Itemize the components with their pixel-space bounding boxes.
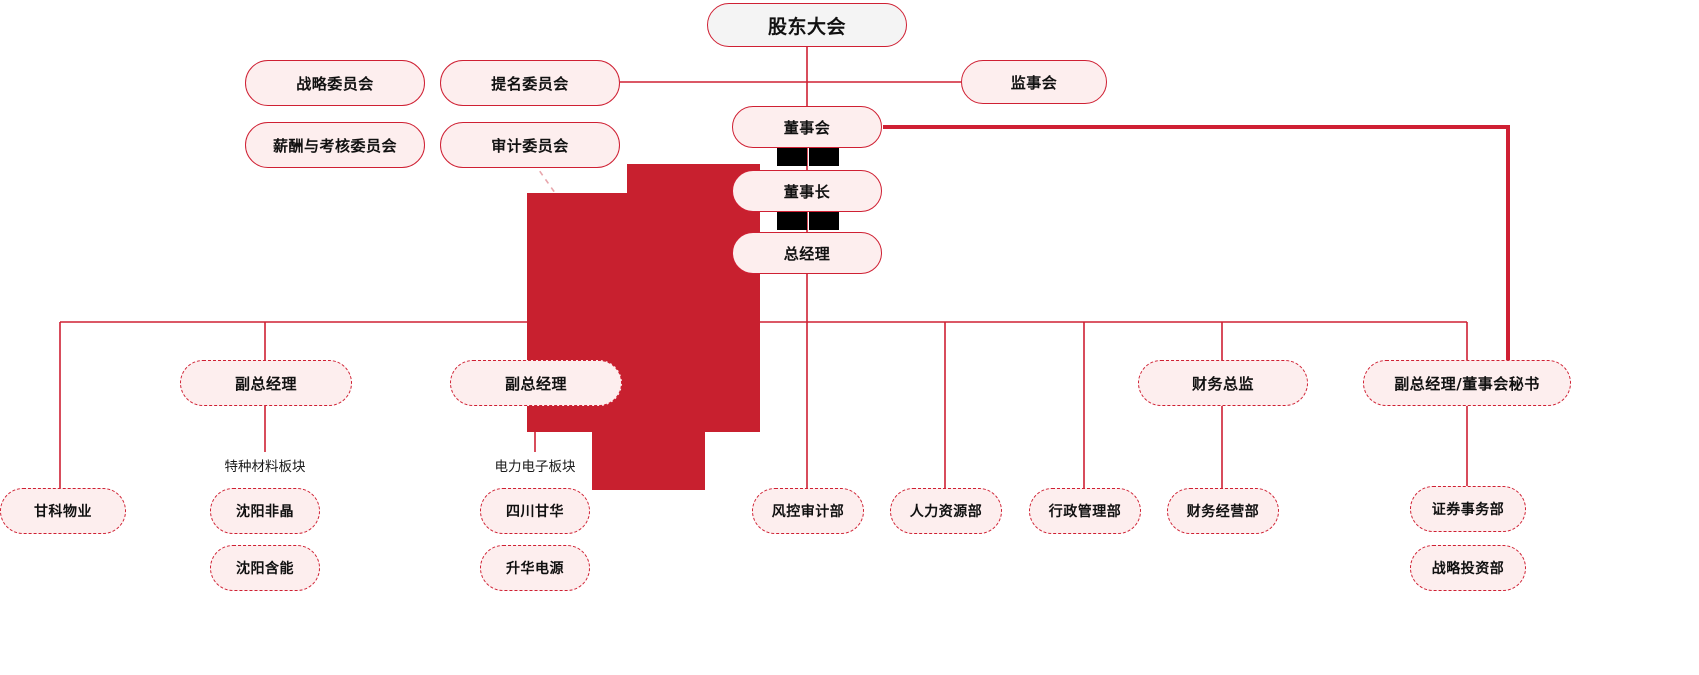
node-label: 提名委员会 <box>491 74 569 93</box>
spine-marker-upper-left <box>777 148 807 166</box>
node-securities-dept[interactable]: 证券事务部 <box>1410 486 1526 532</box>
node-strategic-invest-dept[interactable]: 战略投资部 <box>1410 545 1526 591</box>
node-label: 财务经营部 <box>1186 504 1260 520</box>
spine-marker-lower-right <box>809 212 839 230</box>
node-label: 升华电源 <box>506 561 564 577</box>
node-label: 副总经理 <box>504 374 567 393</box>
node-shenyang-hanneng[interactable]: 沈阳含能 <box>210 545 320 591</box>
node-label: 副总经理 <box>234 374 297 393</box>
node-general-manager[interactable]: 总经理 <box>732 232 882 274</box>
node-board-of-directors[interactable]: 董事会 <box>732 106 882 148</box>
node-label: 行政管理部 <box>1048 504 1122 520</box>
node-committee-nomination[interactable]: 提名委员会 <box>440 60 620 106</box>
node-label: 副总经理/董事会秘书 <box>1394 374 1540 393</box>
node-hr-dept[interactable]: 人力资源部 <box>890 488 1002 534</box>
node-committee-remuneration[interactable]: 薪酬与考核委员会 <box>245 122 425 168</box>
node-deputy-gm-power[interactable]: 副总经理 <box>450 360 622 406</box>
node-finance-dept[interactable]: 财务经营部 <box>1167 488 1279 534</box>
node-label: 战略投资部 <box>1431 561 1505 577</box>
node-committee-strategy[interactable]: 战略委员会 <box>245 60 425 106</box>
node-cfo[interactable]: 财务总监 <box>1138 360 1308 406</box>
node-sichuan-ganhua[interactable]: 四川甘华 <box>480 488 590 534</box>
node-label: 股东大会 <box>767 15 846 38</box>
caption-power-electronics: 电力电子板块 <box>455 455 615 475</box>
node-deputy-gm-materials[interactable]: 副总经理 <box>180 360 352 406</box>
spine-marker-upper-right <box>809 148 839 166</box>
node-label: 人力资源部 <box>909 504 983 520</box>
node-label: 四川甘华 <box>506 504 564 520</box>
node-label: 薪酬与考核委员会 <box>272 136 397 155</box>
node-shenghua-power[interactable]: 升华电源 <box>480 545 590 591</box>
node-label: 战略委员会 <box>296 74 374 93</box>
node-label: 沈阳含能 <box>236 561 294 577</box>
node-committee-audit[interactable]: 审计委员会 <box>440 122 620 168</box>
node-label: 审计委员会 <box>491 136 569 155</box>
node-label: 风控审计部 <box>771 504 845 520</box>
node-shareholders-meeting[interactable]: 股东大会 <box>707 3 907 47</box>
node-label: 证券事务部 <box>1431 502 1505 518</box>
node-chairman[interactable]: 董事长 <box>732 170 882 212</box>
node-deputy-gm-secretary[interactable]: 副总经理/董事会秘书 <box>1363 360 1571 406</box>
caption-text: 特种材料板块 <box>224 459 306 475</box>
node-risk-audit-dept[interactable]: 风控审计部 <box>752 488 864 534</box>
node-shenyang-feijing[interactable]: 沈阳非晶 <box>210 488 320 534</box>
node-admin-dept[interactable]: 行政管理部 <box>1029 488 1141 534</box>
caption-special-materials: 特种材料板块 <box>185 455 345 475</box>
node-ganke-property[interactable]: 甘科物业 <box>0 488 126 534</box>
node-label: 甘科物业 <box>34 504 92 520</box>
spine-marker-lower-left <box>777 212 807 230</box>
node-label: 监事会 <box>1010 73 1058 92</box>
caption-text: 电力电子板块 <box>494 459 576 475</box>
node-label: 董事会 <box>783 118 831 137</box>
node-label: 董事长 <box>783 182 831 201</box>
node-label: 财务总监 <box>1191 374 1254 393</box>
node-label: 沈阳非晶 <box>236 504 294 520</box>
node-label: 总经理 <box>783 244 831 263</box>
node-supervisory-board[interactable]: 监事会 <box>961 60 1107 104</box>
